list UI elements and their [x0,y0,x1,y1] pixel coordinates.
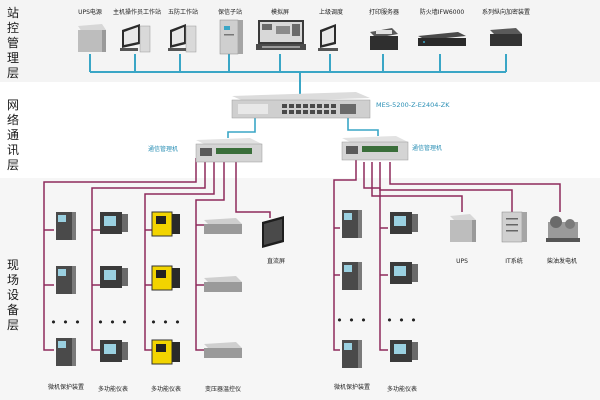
label-left-protection: 微机保护装置 [47,384,85,391]
label-left-yellow-meter: 多功能仪表 [150,386,182,393]
comm-manager-right-icon [341,136,409,161]
ups-power-icon [78,24,106,52]
network-switch-icon [231,92,371,119]
encryption-device-icon [490,28,522,46]
ups-unit-icon [450,214,476,242]
left-protection-device-icons [56,212,76,366]
label-superior-dispatch: 上级调度 [318,9,344,16]
left-dots-1: • • • [50,316,82,329]
right-protection-device-icons [342,210,362,368]
label-dc-panel: 直流屏 [266,258,286,265]
layer-title-field: 现场设备层 [6,258,19,332]
operator-workstation-icon [120,24,151,53]
label-encryption-device: 系列纵向加密装置 [481,9,531,16]
left-meter-icons [100,212,128,362]
left-temp-controller-icons [204,218,242,358]
label-operator-workstation: 主机操作员工作站 [112,9,162,16]
five-prevention-workstation-icon [168,24,197,53]
right-meter-icons [390,212,418,362]
switch-to-manager-lines [227,118,379,138]
superior-dispatch-icon [318,24,338,51]
left-yellow-meter-icons [151,211,180,365]
layer-title-station: 站控管理层 [6,6,19,80]
label-right-meter: 多功能仪表 [386,386,418,393]
label-ups: UPS [456,258,468,265]
label-comm-manager-left: 通信管理机 [148,146,179,153]
label-comm-manager-right: 通信管理机 [412,145,443,152]
diesel-generator-icon [546,216,580,242]
right-dots-2: • • • [386,314,418,327]
layer-title-network: 网络通讯层 [6,98,19,172]
right-dots-1: • • • [336,314,368,327]
label-print-server: 打印服务器 [368,9,400,16]
print-server-icon [370,28,398,50]
simulation-screen-icon [256,20,306,50]
label-left-meter: 多功能仪表 [97,386,129,393]
label-it-system: IT系统 [505,258,523,265]
label-diesel-generator: 柴油发电机 [546,258,578,265]
label-five-prevention-workstation: 五防工作站 [167,9,199,16]
protection-substation-cabinet-icon [219,19,243,55]
left-dots-3: • • • [150,316,182,329]
top-bus-lines [89,54,507,94]
dc-panel-icon [262,216,284,248]
label-right-protection: 微机保护装置 [333,384,371,391]
left-dots-2: • • • [97,316,129,329]
label-simulation-screen: 模拟屏 [270,9,290,16]
label-temp-controller: 变压器温控仪 [204,386,242,393]
field-lines-right [333,160,561,351]
label-switch-model: MES-5200-Z-E2404-ZK [376,101,450,109]
label-firewall: 防火墙IFW6000 [419,9,465,16]
label-protection-substation: 保信子站 [217,9,243,16]
field-lines-left [43,158,271,351]
label-ups-power: UPS电源 [78,9,102,16]
firewall-icon [418,32,466,46]
comm-manager-left-icon [195,138,263,163]
it-system-cabinet-icon [501,211,527,243]
